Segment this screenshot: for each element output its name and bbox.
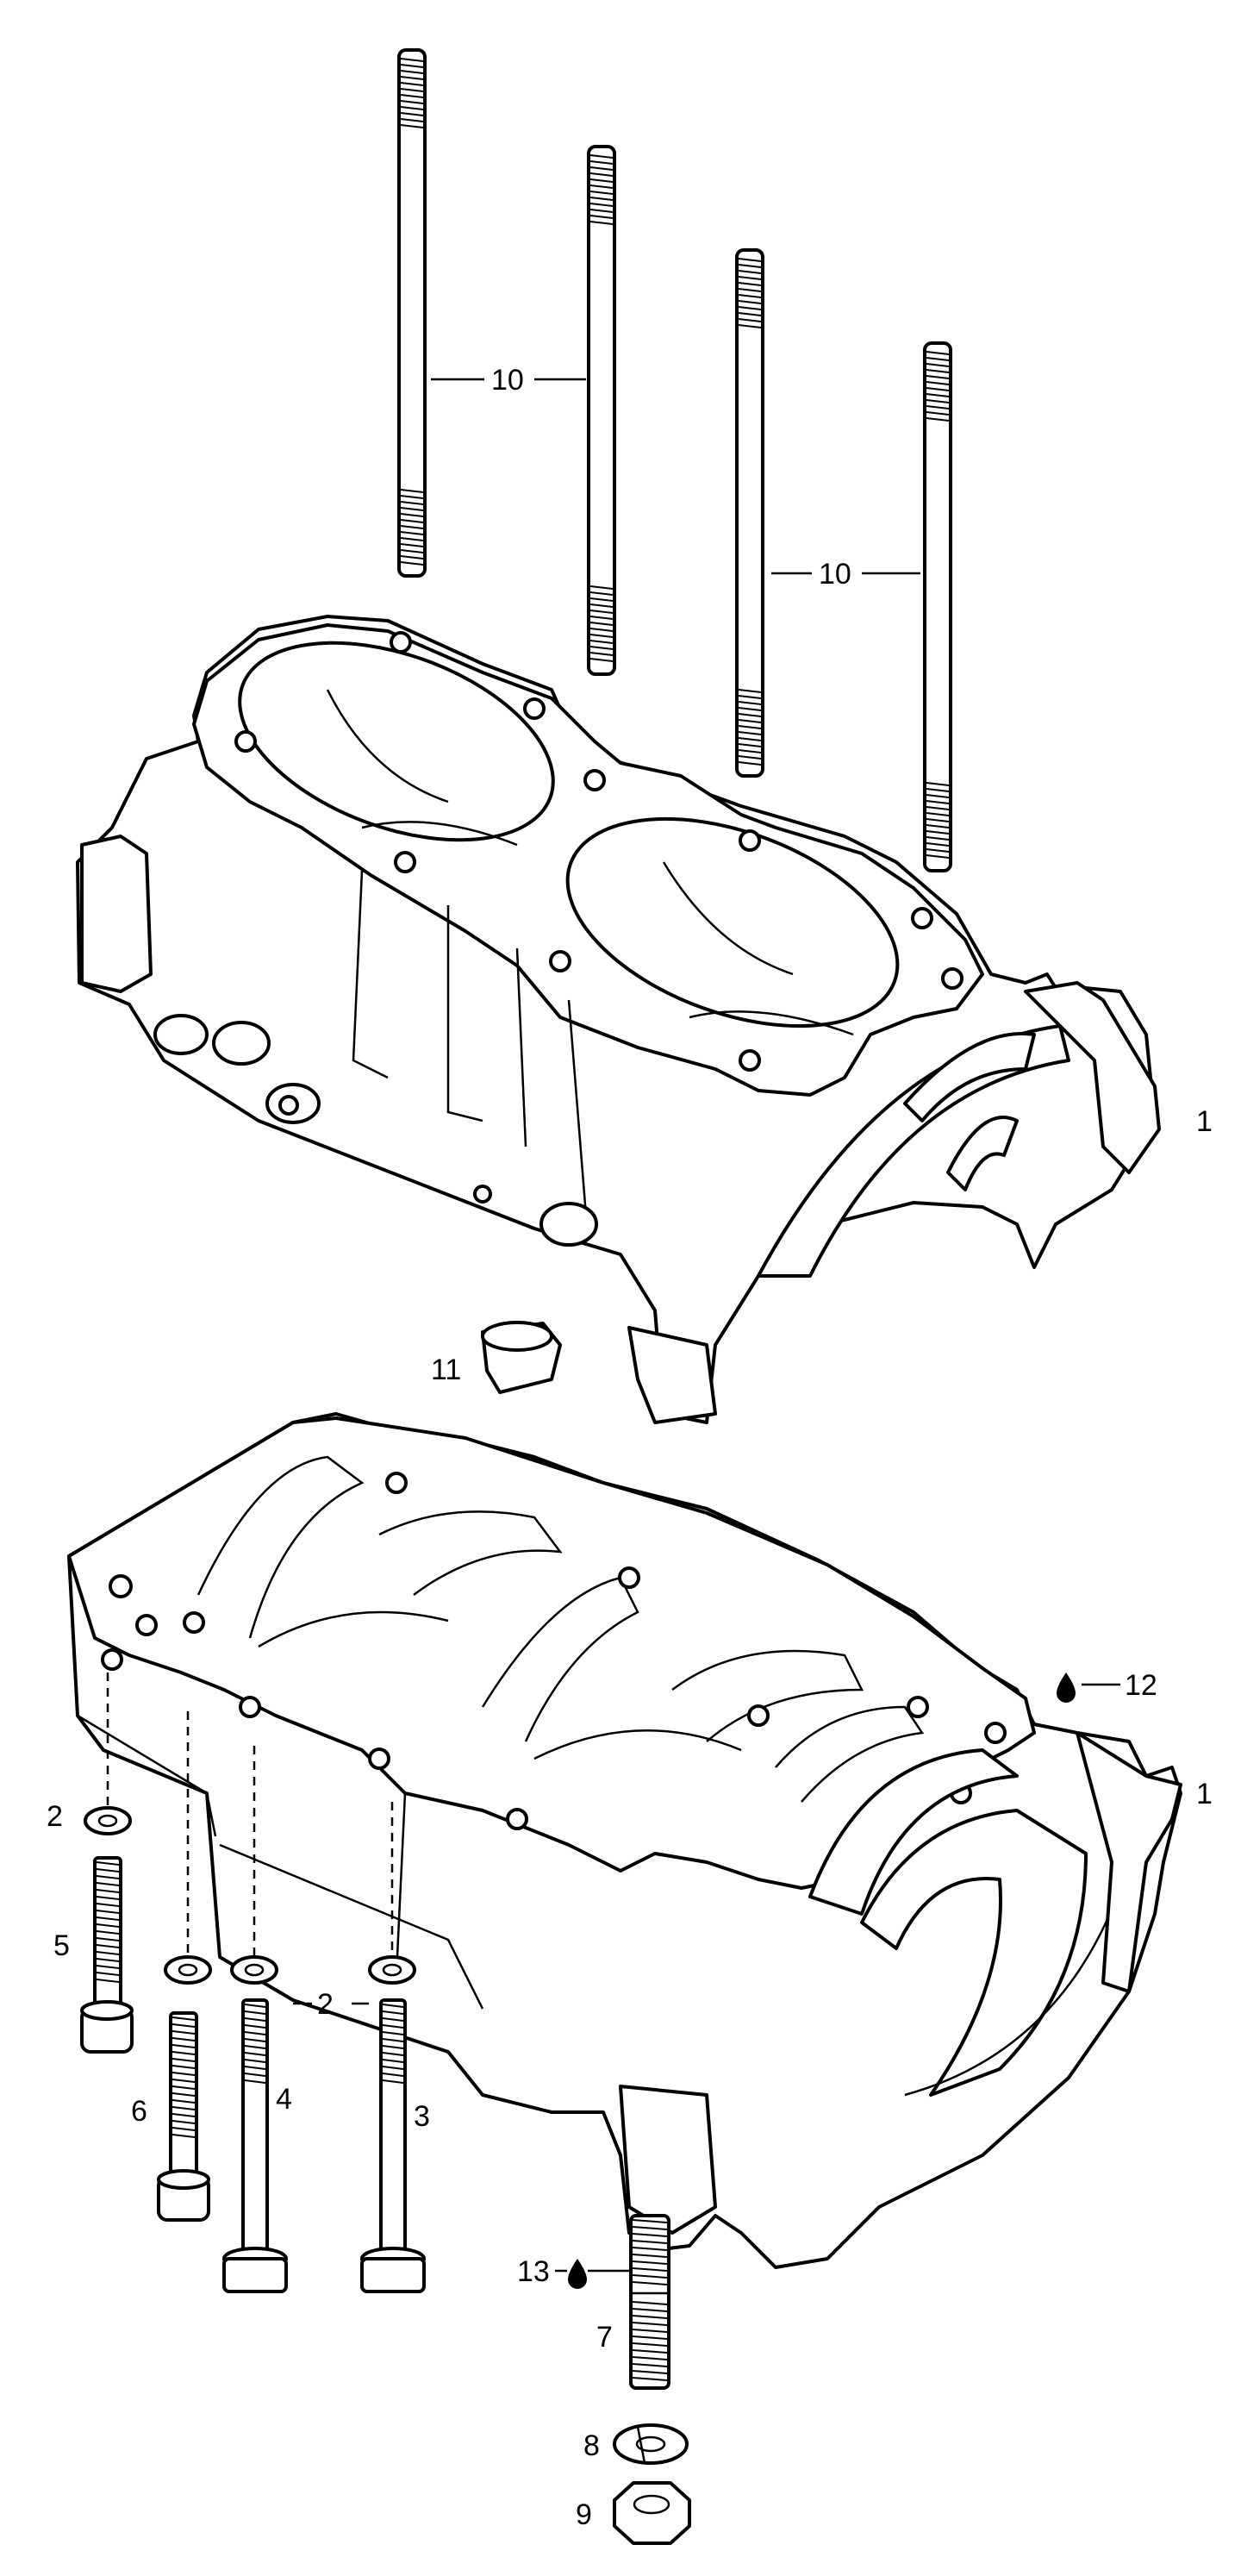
- stud-10-a: [397, 48, 427, 578]
- callout-10-a: 10: [491, 364, 524, 397]
- callout-2-a: 2: [47, 1800, 63, 1833]
- stud-10-b: [587, 145, 616, 676]
- callout-1-upper: 1: [1196, 1105, 1213, 1138]
- stud-10-d: [923, 341, 952, 872]
- screw-6: [157, 2011, 210, 2222]
- stud-threads: [400, 58, 950, 859]
- screw-5: [80, 1856, 134, 2054]
- deck-bolt-holes: [234, 631, 963, 1072]
- washer-2-d: [368, 1955, 416, 1985]
- callout-4: 4: [276, 2083, 292, 2116]
- upper-crankcase: [76, 615, 1161, 1424]
- fastener-threads: [96, 1861, 668, 2381]
- callout-6: 6: [131, 2095, 147, 2128]
- plug-11: [481, 1321, 562, 1394]
- bolt-4: [222, 1998, 288, 2293]
- bolt-3: [360, 1998, 426, 2293]
- callout-7: 7: [596, 2321, 613, 2354]
- callout-8: 8: [583, 2429, 600, 2462]
- lock-washer-8: [613, 2423, 689, 2465]
- callout-9: 9: [576, 2498, 592, 2531]
- callout-5: 5: [53, 1929, 70, 1962]
- alignment-lines: [106, 1673, 394, 1957]
- callout-2-b: 2: [317, 1988, 334, 2021]
- drop-icon: [568, 2259, 587, 2289]
- washer-2-c: [230, 1955, 278, 1985]
- callout-10-b: 10: [819, 558, 851, 591]
- nut-9: [613, 2481, 691, 2545]
- washer-2-a: [84, 1806, 132, 1835]
- callout-3: 3: [414, 2100, 430, 2133]
- callout-1-lower: 1: [1196, 1778, 1213, 1810]
- leader-lines: [293, 378, 1120, 2273]
- stud-10-c: [735, 248, 764, 778]
- lower-crankcase: [67, 1412, 1182, 2269]
- washer-2-b: [164, 1955, 212, 1985]
- callout-13: 13: [517, 2255, 550, 2288]
- drop-icon: [1057, 1673, 1076, 1703]
- callout-11: 11: [431, 1354, 461, 1386]
- callout-12: 12: [1125, 1669, 1157, 1702]
